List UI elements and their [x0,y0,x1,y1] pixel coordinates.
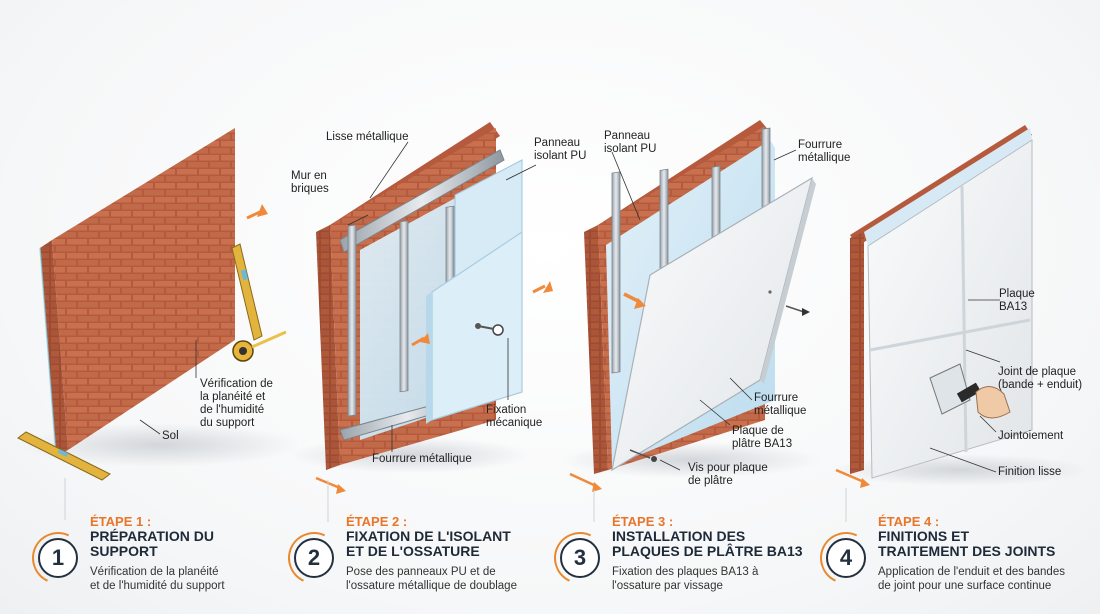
label-screws: Vis pour plaque de plâtre [688,462,768,487]
label-ba13-board: Plaque BA13 [999,288,1035,313]
label-insulation-panel-2: Panneau isolant PU [534,137,587,162]
top-rail [339,149,505,253]
panel-1-artwork [17,128,300,520]
step-3-number: 3 [560,538,600,578]
step-4-number: 4 [826,538,866,578]
step-1-description: Vérification de la planéité et de l'humi… [90,566,225,592]
step-1-title: PRÉPARATION DU SUPPORT [90,528,214,559]
step-3-label: ÉTAPE 3 : [612,514,674,529]
taping-knife [929,363,1011,419]
brick-edge [850,232,864,474]
label-jointing: Jointoiement [998,430,1064,442]
step-2-number: 2 [294,538,334,578]
step-4-title: FINITIONS ET TRAITEMENT DES JOINTS [878,528,1056,559]
label-furring-top: Fourrure métallique [798,139,851,164]
label-furring-2: Fourrure métallique [372,453,472,465]
panel-3-artwork [560,120,820,522]
label-finish: Finition lisse [998,466,1062,478]
step-4-label: ÉTAPE 4 : [878,514,940,529]
step-1-number: 1 [38,538,78,578]
screw-top [768,290,810,316]
label-furring-mid: Fourrure métallique [754,392,807,417]
brick-wall [52,128,235,450]
step-2-label: ÉTAPE 2 : [346,514,408,529]
label-floor: Sol [162,430,179,442]
label-rail: Lisse métallique [326,131,409,143]
label-mechanical-fixing: Fixation mécanique [486,404,543,429]
step-2-description: Pose des panneaux PU et de l'ossature mé… [346,566,517,592]
standing-level [231,243,263,341]
label-brick-wall: Mur en briques [291,170,329,195]
step-3-description: Fixation des plaques BA13 à l'ossature p… [612,566,759,592]
step-4-description: Application de l'enduit et des bandes de… [878,566,1065,592]
spirit-level [17,431,111,481]
label-insulation-panel-3: Panneau isolant PU [604,130,657,155]
panel-2-artwork [290,122,553,522]
label-verification: Vérification de la planéité et de l'humi… [200,378,273,429]
step-2-title: FIXATION DE L'ISOLANT ET DE L'OSSATURE [346,528,511,559]
step-3-title: INSTALLATION DES PLAQUES DE PLÂTRE BA13 [612,528,803,559]
screw-bottom [629,449,657,462]
label-joint: Joint de plaque (bande + enduit) [998,366,1083,391]
mechanical-fixing [475,323,504,336]
panel-4-artwork [830,125,1090,522]
label-plasterboard: Plaque de plâtre BA13 [732,425,793,450]
step-1-label: ÉTAPE 1 : [90,514,152,529]
tape-measure [232,330,287,362]
